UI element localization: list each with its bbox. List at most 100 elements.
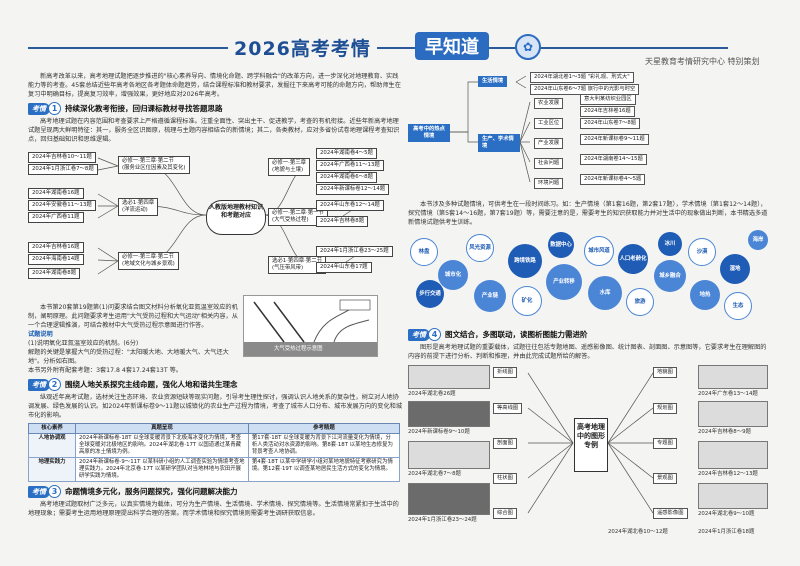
- figure-thumbnail: [698, 483, 768, 509]
- figure-node: 专题图: [653, 438, 677, 449]
- tree-leaf: 2024年新课标卷4～5题: [580, 174, 646, 185]
- figure-node: 规划图: [653, 403, 677, 414]
- keyword-bubble: 跨境铁路: [508, 244, 542, 278]
- right-column: 高考中的热点情境 生活情境 2024年湖北卷1～3题 "彩礼观、刑式大" 202…: [408, 72, 768, 538]
- question-hint: 解题的关键是掌握大气的受热过程："太阳暖大地、大地暖大气、大气还大地"。分析如右…: [28, 349, 229, 365]
- section-4-text: 图形是高考地理试题的重要载体，试题往往包括专题地图、遥感影像图、统计图表、剖面图…: [408, 344, 767, 360]
- figure-thumbnail: [698, 401, 768, 427]
- section-1-example: 本书第20套第19题第(1)问要求结合图文材料分析氧化亚氮温室效应的机制，阐明原…: [28, 304, 238, 329]
- scenario-tree: 高考中的热点情境 生活情境 2024年湖北卷1～3题 "彩礼观、刑式大" 202…: [408, 72, 768, 200]
- tree-sub: 农业发展: [534, 98, 564, 109]
- section-tag: 考情: [408, 328, 430, 341]
- tree-sub: 产业发展: [534, 138, 564, 149]
- keyword-bubble: 冰川: [658, 232, 682, 256]
- section-tag: 考情: [28, 378, 50, 391]
- section-4-heading: 考情 4 图文结合，多图联动，读图析图能力需进阶: [408, 328, 768, 341]
- keyword-bubble: 海岸: [748, 230, 768, 250]
- mindmap-leaf: 2024年1月浙江卷7～8题: [28, 164, 98, 175]
- tree-lines: [448, 75, 531, 183]
- figure-caption: 2024年湖北卷10～12题: [608, 529, 668, 535]
- keyword-bubble: 步行交通: [416, 280, 444, 308]
- keyword-bubble: 产业链: [474, 280, 506, 312]
- table-cell: 人地协调观: [28, 433, 76, 458]
- tree-leaf: 2024年山东卷7～8题: [580, 118, 641, 129]
- right-paragraph: 本书涉及多种试题情境，可供考生在一段时间练习。如：生产情境（第1套16题，第2套…: [408, 201, 768, 226]
- tree-sub: 社会问题: [534, 158, 564, 169]
- keyword-bubble: 生态: [724, 292, 752, 320]
- figure-thumbnail: [698, 365, 768, 389]
- mindmap-leaf: 2024年山东卷12～14题: [316, 200, 384, 211]
- keyword-bubble: 城市风道: [584, 236, 614, 266]
- table-cell: 2024年新课标卷·18T 以全球变暖背景下北极海冰变化为情境，考查全球变暖对北…: [75, 433, 249, 458]
- mindmap-topic: 必修一·第三章(地貌与土壤): [268, 158, 311, 176]
- figure-map: 高考地理中的图形专例 折线图 等高线图 剖面图 柱状图 综合图 地貌图 规划图 …: [408, 363, 768, 538]
- figure-caption: 2024年1月浙江卷18题: [698, 529, 755, 535]
- figure-node: 地貌图: [653, 367, 677, 378]
- figure-thumbnail: [408, 365, 490, 389]
- keyword-bubble: 沙漠: [688, 238, 716, 266]
- question-ref: 本书另外附有配套考题：3套17.8 4套17.24套13T 等。: [28, 367, 182, 374]
- mindmap: 2024年吉林卷10～11题 2024年1月浙江卷7～8题 必修一·第三章·第二…: [28, 146, 403, 301]
- diagram-graphic: [244, 299, 377, 356]
- mindmap-leaf: 2024年广西卷11～13题: [316, 160, 384, 171]
- header: 2026高考考情 早知道 ✿ 天星教育考情研究中心 特别策划: [0, 32, 800, 66]
- figure-caption: 2024年广东卷13～14题: [698, 391, 758, 397]
- section-title: 命题情境多元化，服务问题探究，强化问题解决能力: [65, 487, 238, 496]
- mindmap-leaf: 2024年湖南卷4～5题: [316, 148, 377, 159]
- table-row: 地理实践力 2024年新课标卷·9～11T 以某科研小组的人工调查实验为情境考查…: [28, 457, 401, 482]
- figure-caption: 2024年湖北卷7～8题: [408, 471, 461, 477]
- mindmap-leaf: 2024年湖南卷6～8题: [316, 172, 377, 183]
- keyword-bubble: 城市化: [438, 260, 468, 290]
- keyword-bubble: 湿地: [720, 254, 750, 284]
- question-title: 试题说明: [28, 331, 53, 338]
- figure-caption: 2024年吉林卷8～9题: [698, 429, 751, 435]
- tree-leaf: 2024年新课标卷9～11题: [580, 134, 649, 145]
- figure-map-lines: [527, 372, 654, 514]
- table-cell: 第4套·18T 以某中学研学小组对某地地貌特征考察研究为情境。第12套·19T …: [247, 457, 401, 482]
- mindmap-topic: 必修一·第三章·第二节(服务业区位因素及其变化): [118, 156, 190, 174]
- figure-node: 折线图: [493, 367, 517, 378]
- intro-paragraph: 新高考改革以来，高考地理试题把逐步推进的"核心素养导向、情境化命题、跨学科融合"…: [28, 73, 401, 98]
- figure-caption: 2024年湖北卷26题: [408, 391, 456, 397]
- title-badge: 早知道: [415, 32, 489, 60]
- figure-caption: 2024年吉林卷12～13题: [698, 471, 758, 477]
- figure-node: 柱状图: [493, 473, 517, 484]
- section-1-text: 高考地理试题在内容范围和考查要求上严格遵循课程标准。注重全面性、突出主干、促进教…: [28, 118, 400, 143]
- figure-node: 景观图: [653, 473, 677, 484]
- section-title: 围绕人地关系探究主线命题，强化人地和谐共生理念: [65, 380, 238, 389]
- mindmap-leaf: 2024年海南卷14题: [28, 254, 84, 265]
- tree-leaf: 意大利某纺织业园区: [580, 94, 636, 105]
- keyword-bubble: 城乡融合: [654, 260, 686, 292]
- table-row: 人地协调观 2024年新课标卷·18T 以全球变暖背景下北极海冰变化为情境，考查…: [28, 433, 401, 458]
- section-title: 图文结合，多图联动，读图析图能力需进阶: [445, 330, 588, 339]
- figure-center: 高考地理中的图形专例: [574, 418, 608, 472]
- competency-table: 核心素养 真题呈现 参考精题 人地协调观 2024年新课标卷·18T 以全球变暖…: [28, 423, 401, 482]
- table-cell: 第17套·18T 以全球变暖为背景下江河流量变化为情境，分析人类活动对水资源的影…: [247, 433, 401, 458]
- table-header: 真题呈现: [75, 423, 249, 434]
- tree-center: 高考中的热点情境: [408, 124, 450, 142]
- section-3-heading: 考情 3 命题情境多元化，服务问题探究，强化问题解决能力: [28, 485, 403, 498]
- table-cell: 2024年新课标卷·9～11T 以某科研小组的人工调查实验为情境考查地理实践力。…: [75, 457, 249, 482]
- figure-node: 遥感影像图: [653, 508, 688, 519]
- section-2-text: 纵观近年高考试题，选材关注生态环境、农业资源短缺等现实问题，引导考生理性探讨，强…: [28, 394, 403, 419]
- gear-icon: ✿: [515, 34, 541, 60]
- tree-leaf: 2024年湖南卷14～15题: [580, 154, 647, 165]
- figure-caption: 2024年新课标卷9～10题: [408, 429, 470, 435]
- mindmap-leaf: 2024年广西卷11题: [28, 212, 84, 223]
- section-tag: 考情: [28, 485, 50, 498]
- question-text: (1)说明氧化亚氮温室效应的机制。(6分): [28, 340, 139, 347]
- table-header: 核心素养: [28, 423, 76, 434]
- mindmap-leaf: 2024年安徽卷11～13题: [28, 200, 96, 211]
- mindmap-leaf: 2024年吉林卷8题: [316, 216, 369, 227]
- section-number: 3: [48, 485, 61, 498]
- keyword-bubble: 林盘: [410, 238, 438, 266]
- tree-leaf: 2024年湖北卷1～3题 "彩礼观、刑式大": [530, 72, 634, 83]
- keyword-bubble: 数据中心: [548, 232, 574, 258]
- diagram-caption: 大气受热过程示意图: [274, 346, 323, 352]
- tree-branch: 生产、学术情境: [478, 134, 520, 152]
- tree-sub: 环境问题: [534, 178, 564, 189]
- keyword-bubble: 地热: [690, 280, 720, 310]
- keyword-bubble: 水库: [588, 276, 622, 310]
- table-cell: 地理实践力: [28, 457, 76, 482]
